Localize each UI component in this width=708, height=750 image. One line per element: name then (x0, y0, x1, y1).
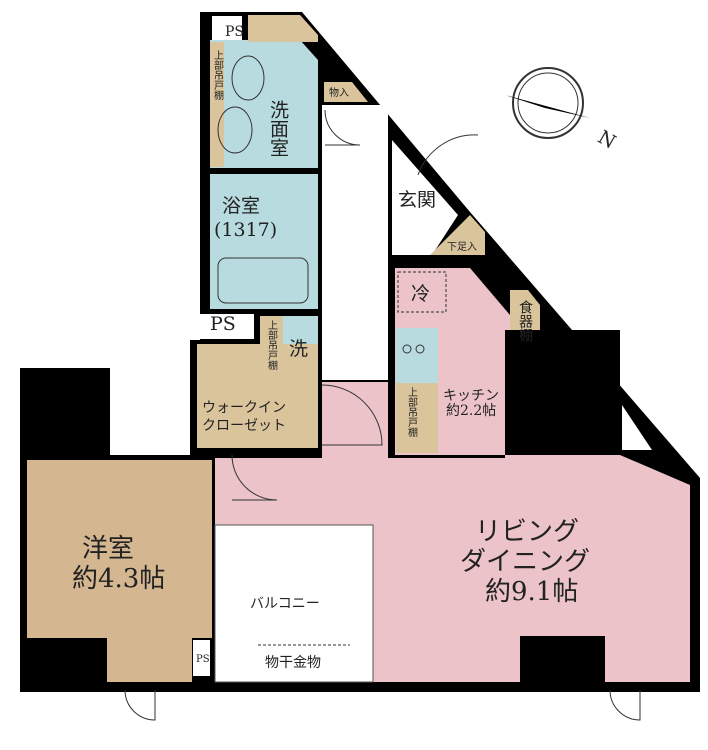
storage-label: 物入 (329, 86, 349, 99)
entrance-label: 玄関 (398, 189, 436, 211)
sink-counter (396, 328, 438, 383)
ps-label: PS (210, 313, 236, 335)
living-label: ダイニング (460, 547, 590, 577)
white-notch (622, 405, 652, 450)
western-room-size: 約4.3帖 (72, 564, 165, 594)
fridge-label: 冷 (411, 283, 430, 305)
washroom-label: 洗面室 (267, 100, 289, 157)
door-swing (321, 384, 383, 446)
basin-icon (217, 106, 253, 154)
black-block-right (505, 330, 620, 455)
cupboard-label: 食器棚 (517, 299, 533, 342)
washroom-area (210, 40, 318, 168)
ps-label: PS (196, 654, 210, 665)
kitchen-size: 約2.2帖 (446, 403, 496, 419)
door-swing (609, 689, 641, 721)
upper-cabinet-washroom (210, 42, 224, 167)
laundry-pole-label: 物干金物 (265, 655, 321, 671)
stove-burner-icon (415, 344, 425, 354)
washer-label: 洗 (289, 338, 308, 360)
kitchen-cabinet (396, 383, 438, 453)
shoe-box (430, 215, 485, 255)
western-room-area-lower (107, 636, 192, 682)
balcony-area (214, 524, 374, 683)
wic-area (197, 344, 318, 448)
shoe-box-label: 下足入 (447, 241, 477, 253)
washroom-shelf (248, 15, 318, 42)
western-room-area (27, 460, 212, 638)
living-label: リビング (475, 517, 579, 547)
wic-label: ウォークイン (202, 400, 286, 416)
toilet-icon (231, 55, 265, 101)
black-block-bottom (520, 636, 605, 686)
upper-cabinet-label: 上部吊戸棚 (212, 50, 224, 101)
door-swing (324, 109, 361, 146)
bath-area (210, 174, 318, 309)
ps-box-mid (200, 314, 254, 339)
bath-label: 浴室 (222, 195, 260, 217)
door-swing (231, 454, 278, 501)
western-room-label: 洋室 (82, 534, 134, 564)
corridor-area (322, 105, 388, 380)
bathtub-icon (217, 257, 309, 304)
ps-label: PS (225, 24, 244, 40)
fridge-space (397, 271, 447, 313)
kitchen-label: キッチン (443, 388, 499, 404)
compass: N (505, 67, 619, 153)
wic-label: クローゼット (202, 418, 286, 434)
svg-text:N: N (594, 126, 619, 153)
door-swing (124, 689, 156, 721)
bath-size: (1317) (214, 219, 277, 241)
ps-box-bottom (193, 640, 210, 676)
ps-box-top (212, 16, 242, 40)
stove-burner-icon (402, 344, 412, 354)
upper-cabinet-label: 上部吊戸棚 (406, 387, 418, 438)
north-arrow-icon (505, 95, 590, 118)
balcony-label: バルコニー (250, 596, 320, 612)
storage-closet (324, 82, 368, 102)
black-block-bottom-left (27, 640, 105, 685)
upper-cabinet-label: 上部吊戸棚 (266, 320, 278, 371)
entrance-area (392, 140, 458, 255)
living-size: 約9.1帖 (485, 577, 578, 607)
entrance-door-swing (417, 134, 479, 176)
